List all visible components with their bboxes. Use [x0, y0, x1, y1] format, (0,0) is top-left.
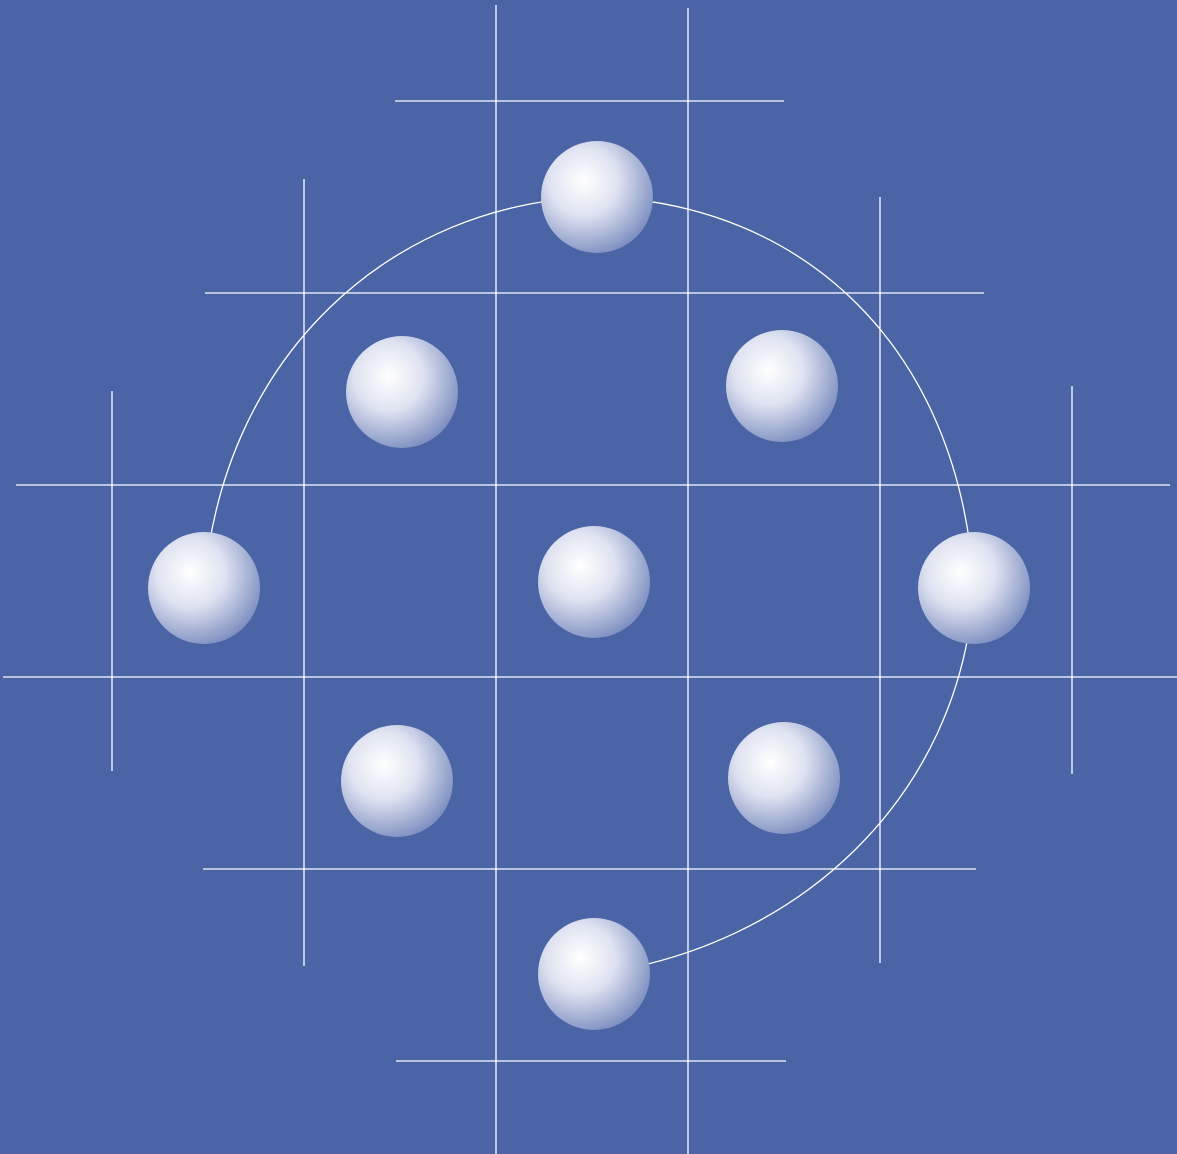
sphere-node-upper-right [726, 330, 838, 442]
sphere-node-upper-left [346, 336, 458, 448]
sphere-node-left [148, 532, 260, 644]
sphere-node-bottom [538, 918, 650, 1030]
sphere-node-lower-left [341, 725, 453, 837]
sphere-node-right [918, 532, 1030, 644]
sphere-node-lower-right [728, 722, 840, 834]
sphere-node-top [541, 141, 653, 253]
sphere-node-center [538, 526, 650, 638]
